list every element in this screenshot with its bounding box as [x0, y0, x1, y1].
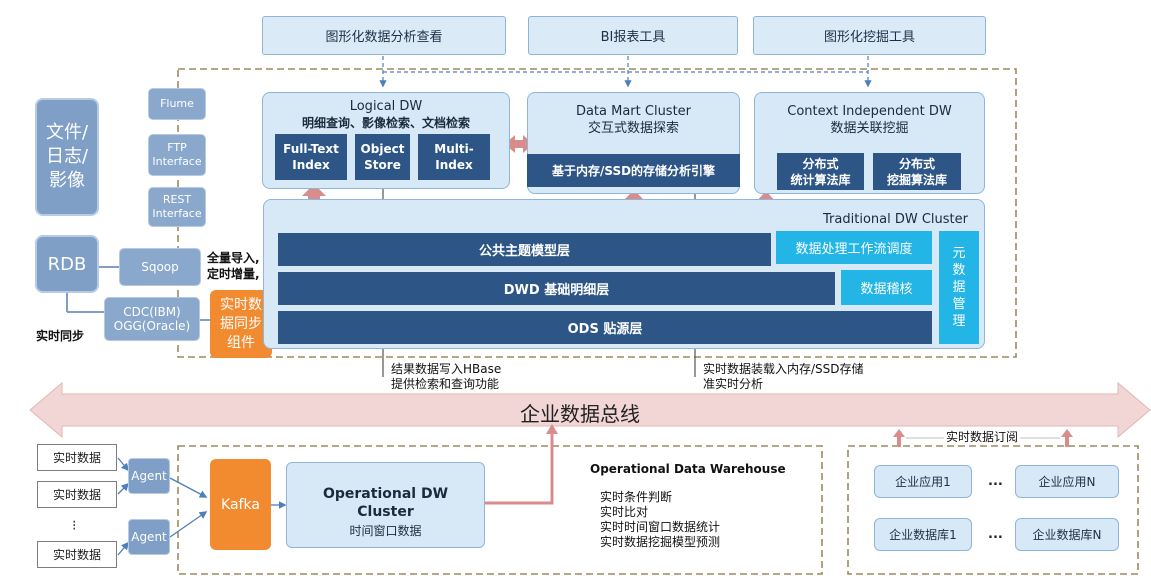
component-line1: 实时数: [220, 296, 262, 313]
full-text-index-line1: Full-Text: [283, 142, 339, 156]
logical-dw-title: Logical DW: [349, 99, 423, 114]
multi-index: Multi- Index: [418, 134, 490, 180]
layer-ods: ODS 贴源层: [278, 311, 932, 344]
memory-load-line1: 实时数据装载入内存/SSD存储: [703, 362, 864, 376]
odw-cluster-title-line1: Operational DW: [322, 486, 449, 502]
odw-items: 实时条件判断 实时比对 实时时间窗口数据统计 实时数据挖掘模型预测: [600, 490, 720, 550]
odw-title: Operational Data Warehouse: [590, 462, 786, 476]
memory-ssd-engine: 基于内存/SSD的存储分析引擎: [527, 154, 740, 187]
ingest-flume: Flume: [148, 88, 206, 120]
logical-dw-subtitle: 明细查询、影像检索、文档检索: [301, 116, 470, 130]
source-log-text: 日志/: [45, 146, 89, 167]
metadata-management: 元 数 据 管 理: [939, 231, 979, 344]
object-store-line2: Store: [364, 158, 401, 172]
metadata-char1: 元: [952, 246, 966, 261]
enterprise-db-ellipsis: ...: [988, 527, 1003, 542]
metadata-char3: 据: [952, 280, 966, 295]
realtime-input-3: 实时数据: [37, 541, 117, 568]
multi-index-line2: Index: [435, 158, 473, 172]
traditional-dw-title: Traditional DW Cluster: [823, 212, 968, 227]
stats-lib-line1: 分布式: [802, 156, 839, 171]
enterprise-app-ellipsis: ...: [988, 474, 1003, 489]
realtime-sync-component: 实时数 据同步 组件: [210, 290, 272, 358]
odw-item-2: 实时比对: [600, 505, 649, 519]
distributed-stats-lib: 分布式 统计算法库: [777, 153, 864, 190]
ingest-sqoop: Sqoop: [119, 248, 201, 286]
hbase-note-line2: 提供检索和查询功能: [391, 377, 500, 391]
mining-lib-line2: 挖掘算法库: [886, 172, 947, 187]
object-store-line1: Object: [360, 142, 405, 156]
metadata-char2: 数: [952, 263, 966, 278]
component-line3: 组件: [227, 334, 255, 351]
rest-label: REST: [162, 193, 192, 206]
full-import-line1: 全量导入,: [207, 251, 260, 265]
full-text-index: Full-Text Index: [275, 134, 347, 180]
tool-graphical-analysis: 图形化数据分析查看: [262, 16, 506, 55]
tool-bi-report: BI报表工具: [528, 16, 738, 55]
layer-dwd: DWD 基础明细层: [278, 272, 835, 305]
odw-cluster-title: Operational DW Cluster: [287, 485, 484, 521]
enterprise-frame: [847, 445, 1139, 575]
odw-item-3: 实时时间窗口数据统计: [600, 520, 721, 534]
rest-interface-label: Interface: [152, 207, 202, 220]
ingest-rest-interface: REST Interface: [148, 187, 206, 227]
object-store: Object Store: [355, 134, 410, 180]
odw-cluster-subtitle: 时间窗口数据: [349, 524, 422, 538]
source-file-text: 文件/: [45, 122, 89, 143]
memory-load-line2: 准实时分析: [703, 377, 764, 391]
realtime-input-ellipsis: ⁝: [72, 518, 77, 534]
realtime-subscribe-label: 实时数据订阅: [944, 430, 1021, 445]
realtime-input-2: 实时数据: [37, 481, 117, 508]
context-dw-title: Context Independent DW: [787, 104, 952, 119]
ingest-ftp-interface: FTP Interface: [148, 134, 206, 176]
data-mart-title: Data Mart Cluster: [575, 104, 692, 119]
enterprise-bus-label: 企业数据总线: [520, 402, 640, 426]
realtime-sync-label: 实时同步: [36, 329, 85, 343]
context-dw-subtitle: 数据关联挖掘: [830, 121, 909, 136]
mining-lib-line1: 分布式: [898, 156, 935, 171]
kafka: Kafka: [210, 459, 271, 550]
hbase-note: 结果数据写入HBase 提供检索和查询功能: [391, 362, 501, 392]
ftp-label: FTP: [167, 141, 187, 154]
enterprise-app-1: 企业应用1: [874, 465, 972, 498]
odw-cluster-title-line2: Cluster: [357, 504, 414, 520]
full-import-line2: 定时增量,: [207, 267, 260, 281]
enterprise-db-n: 企业数据库N: [1015, 518, 1119, 551]
full-import-note: 全量导入, 定时增量,: [207, 250, 260, 282]
stats-lib-line2: 统计算法库: [790, 172, 851, 187]
agent-2: Agent: [128, 519, 170, 555]
odw-frame: [177, 445, 823, 575]
source-rdb: RDB: [35, 235, 99, 293]
layer-common-theme: 公共主题模型层: [278, 233, 771, 266]
data-mart-subtitle: 交互式数据探索: [587, 121, 679, 136]
odw-item-4: 实时数据挖掘模型预测: [600, 535, 721, 549]
tool-graphical-mining: 图形化挖掘工具: [753, 16, 986, 55]
component-line2: 据同步: [220, 315, 262, 332]
cdc-label: CDC(IBM): [123, 305, 181, 319]
source-image-text: 影像: [49, 170, 85, 191]
distributed-mining-lib: 分布式 挖掘算法库: [873, 153, 961, 190]
realtime-input-1: 实时数据: [37, 444, 117, 471]
source-file-log-image: 文件/ 日志/ 影像: [35, 98, 99, 216]
hbase-note-line1: 结果数据写入HBase: [391, 362, 502, 376]
data-audit: 数据稽核: [841, 270, 932, 305]
enterprise-bus-arrow: [29, 381, 1151, 439]
metadata-char5: 理: [952, 314, 966, 329]
multi-index-line1: Multi-: [434, 142, 474, 156]
agent-1: Agent: [128, 458, 170, 494]
ftp-interface-label: Interface: [152, 155, 202, 168]
metadata-char4: 管: [952, 297, 966, 312]
memory-load-note: 实时数据装载入内存/SSD存储 准实时分析: [703, 362, 864, 392]
ingest-cdc-ogg: CDC(IBM) OGG(Oracle): [104, 297, 200, 341]
full-text-index-line2: Index: [292, 158, 330, 172]
workflow-scheduling: 数据处理工作流调度: [776, 231, 932, 264]
ogg-label: OGG(Oracle): [113, 319, 191, 333]
enterprise-db-1: 企业数据库1: [874, 518, 972, 551]
odw-cluster: Operational DW Cluster 时间窗口数据: [286, 462, 485, 548]
odw-item-1: 实时条件判断: [600, 490, 673, 504]
enterprise-app-n: 企业应用N: [1015, 465, 1119, 498]
